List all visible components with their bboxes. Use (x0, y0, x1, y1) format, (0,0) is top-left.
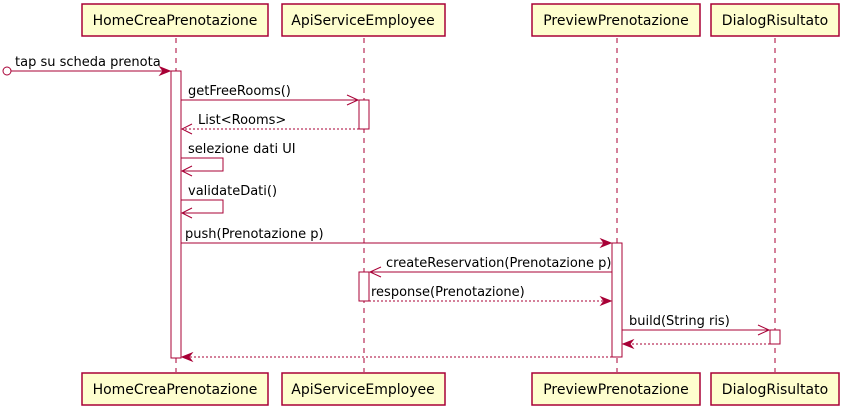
participant-label: PreviewPrenotazione (543, 13, 689, 29)
arrowhead-icon (621, 338, 635, 350)
open-arrowhead-icon (180, 207, 193, 219)
message-m2: getFreeRooms() (181, 84, 360, 106)
message-m9: build(String ris) (622, 314, 771, 336)
message-label: selezione dati UI (188, 142, 296, 157)
arrowhead-icon (158, 65, 172, 77)
message-label: response(Prenotazione) (371, 285, 525, 300)
open-arrowhead-icon (180, 123, 193, 135)
participant-bottom-dialog: DialogRisultato (710, 372, 840, 406)
message-m5: validateDati() (180, 184, 277, 219)
message-m8: response(Prenotazione) (369, 285, 613, 307)
participant-label: ApiServiceEmployee (291, 382, 434, 398)
participant-label: ApiServiceEmployee (291, 13, 434, 29)
participant-label: PreviewPrenotazione (543, 382, 689, 398)
message-m4: selezione dati UI (180, 142, 296, 177)
message-m3: List<Rooms> (180, 113, 359, 135)
message-m6: push(Prenotazione p) (181, 227, 613, 249)
open-arrowhead-icon (346, 94, 360, 106)
message-label: getFreeRooms() (188, 84, 291, 99)
message-label: push(Prenotazione p) (185, 227, 324, 242)
message-m1: tap su scheda prenota (2, 55, 172, 77)
participant-bottom-home: HomeCreaPrenotazione (81, 372, 269, 406)
participant-bottom-api: ApiServiceEmployee (281, 372, 446, 406)
participant-bottom-preview: PreviewPrenotazione (531, 372, 701, 406)
open-arrowhead-icon (368, 266, 382, 278)
activation-preview (611, 242, 623, 358)
participant-top-api: ApiServiceEmployee (281, 3, 446, 37)
message-m10 (621, 338, 770, 350)
activation-dialog (769, 329, 781, 345)
message-label: List<Rooms> (198, 113, 286, 128)
found-message-start-icon (2, 66, 12, 76)
participant-top-preview: PreviewPrenotazione (531, 3, 701, 37)
arrowhead-icon (599, 295, 613, 307)
participant-label: DialogRisultato (722, 13, 828, 29)
activation-api-2 (358, 271, 370, 302)
arrowhead-icon (599, 237, 613, 249)
activation-home (170, 70, 182, 359)
arrowhead-icon (180, 351, 194, 363)
message-m11 (180, 351, 612, 363)
participant-label: DialogRisultato (722, 382, 828, 398)
message-label: createReservation(Prenotazione p) (386, 256, 611, 271)
participant-label: HomeCreaPrenotazione (93, 13, 258, 29)
message-m7: createReservation(Prenotazione p) (368, 256, 612, 278)
message-label: build(String ris) (629, 314, 730, 329)
message-label: tap su scheda prenota (15, 55, 161, 70)
participant-top-home: HomeCreaPrenotazione (81, 3, 269, 37)
activation-api-1 (358, 99, 370, 130)
open-arrowhead-icon (757, 324, 771, 336)
open-arrowhead-icon (180, 165, 193, 177)
participant-top-dialog: DialogRisultato (710, 3, 840, 37)
participant-label: HomeCreaPrenotazione (93, 382, 258, 398)
message-label: validateDati() (188, 184, 277, 199)
